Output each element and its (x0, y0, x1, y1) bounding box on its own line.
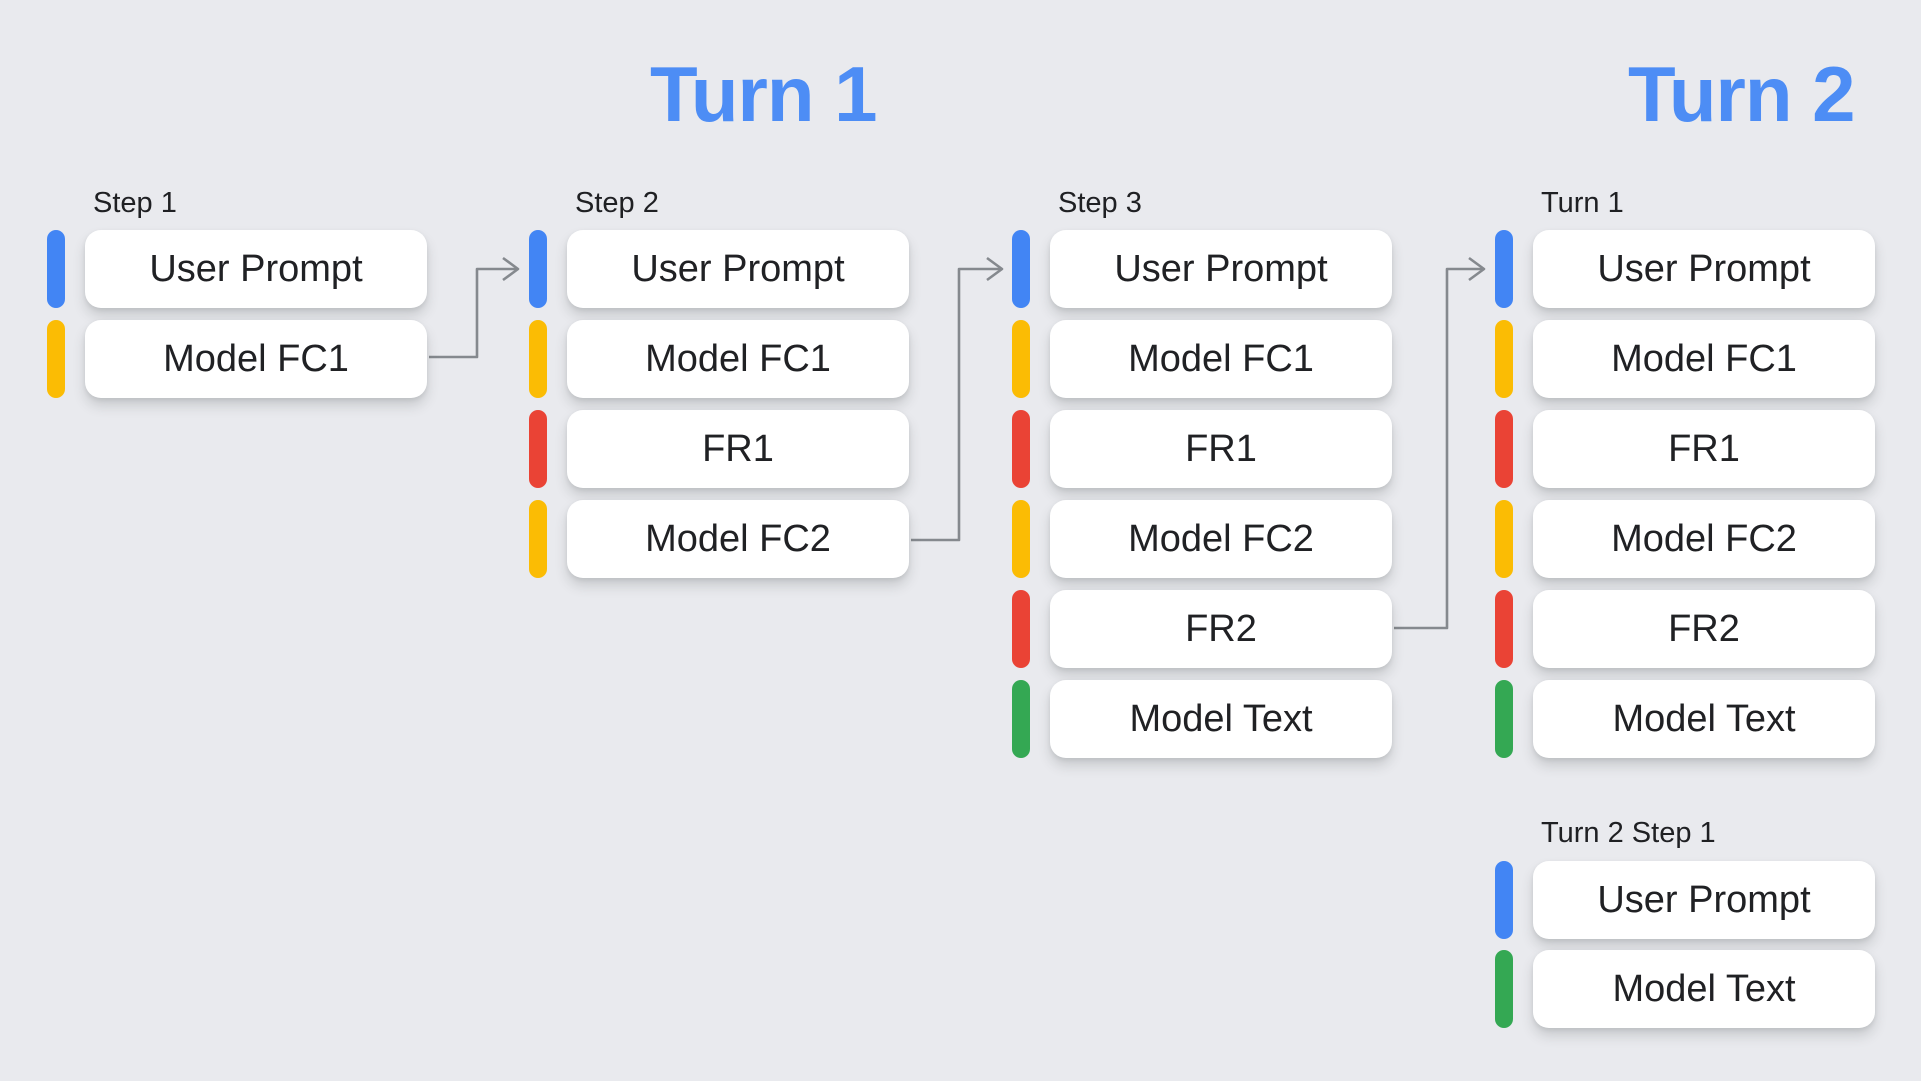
card-model-fc1: Model FC1 (85, 320, 427, 398)
card-model-fc1: Model FC1 (1050, 320, 1392, 398)
card-fr1: FR1 (567, 410, 909, 488)
card-label: User Prompt (149, 248, 363, 290)
card-label: FR2 (1668, 608, 1740, 650)
column-label: Step 2 (575, 187, 659, 219)
function-response-color-bar (1495, 590, 1513, 668)
card-user-prompt: User Prompt (567, 230, 909, 308)
card-user-prompt: User Prompt (1050, 230, 1392, 308)
column-label: Step 1 (93, 187, 177, 219)
user-prompt-color-bar (47, 230, 65, 308)
arrow-step2-to-step3 (911, 256, 1004, 542)
card-label: Model Text (1129, 698, 1313, 740)
turn-1-title: Turn 1 (650, 50, 878, 138)
function-response-color-bar (1012, 590, 1030, 668)
model-fc-color-bar (1012, 320, 1030, 398)
card-fr1: FR1 (1533, 410, 1875, 488)
function-response-color-bar (529, 410, 547, 488)
user-prompt-color-bar (1495, 861, 1513, 939)
model-fc-color-bar (1012, 500, 1030, 578)
turn-2-title: Turn 2 (1628, 50, 1856, 138)
arrow-step1-to-step2 (429, 256, 520, 359)
card-model-fc1: Model FC1 (567, 320, 909, 398)
card-label: User Prompt (631, 248, 845, 290)
model-fc-color-bar (529, 500, 547, 578)
card-model-fc1: Model FC1 (1533, 320, 1875, 398)
card-label: Model FC1 (645, 338, 831, 380)
card-label: Model FC2 (645, 518, 831, 560)
arrow-line (911, 267, 1000, 542)
card-model-fc2: Model FC2 (567, 500, 909, 578)
card-label: Model Text (1612, 698, 1796, 740)
arrow-line (1394, 267, 1482, 630)
card-model-fc2: Model FC2 (1050, 500, 1392, 578)
model-fc-color-bar (1495, 320, 1513, 398)
function-response-color-bar (1495, 410, 1513, 488)
user-prompt-color-bar (1495, 230, 1513, 308)
card-label: Model Text (1612, 968, 1796, 1010)
card-user-prompt: User Prompt (1533, 861, 1875, 939)
card-label: FR2 (1185, 608, 1257, 650)
card-model-text: Model Text (1533, 680, 1875, 758)
model-fc-color-bar (529, 320, 547, 398)
card-model-text: Model Text (1533, 950, 1875, 1028)
card-label: Model FC2 (1611, 518, 1797, 560)
model-text-color-bar (1495, 950, 1513, 1028)
model-text-color-bar (1495, 680, 1513, 758)
arrow-head-icon (986, 256, 1004, 282)
card-label: User Prompt (1597, 248, 1811, 290)
model-text-color-bar (1012, 680, 1030, 758)
card-label: FR1 (1185, 428, 1257, 470)
card-model-text: Model Text (1050, 680, 1392, 758)
arrow-step3-to-turn1 (1394, 256, 1486, 630)
card-label: User Prompt (1114, 248, 1328, 290)
column-label: Turn 1 (1541, 187, 1624, 219)
arrow-head-icon (1468, 256, 1486, 282)
column-label: Step 3 (1058, 187, 1142, 219)
card-label: FR1 (1668, 428, 1740, 470)
card-label: FR1 (702, 428, 774, 470)
user-prompt-color-bar (1012, 230, 1030, 308)
card-label: Model FC1 (1128, 338, 1314, 380)
card-label: Model FC2 (1128, 518, 1314, 560)
card-label: User Prompt (1597, 879, 1811, 921)
user-prompt-color-bar (529, 230, 547, 308)
arrow-line (429, 267, 516, 359)
card-fr2: FR2 (1533, 590, 1875, 668)
card-fr2: FR2 (1050, 590, 1392, 668)
card-model-fc2: Model FC2 (1533, 500, 1875, 578)
arrow-head-icon (502, 256, 520, 282)
card-label: Model FC1 (1611, 338, 1797, 380)
model-fc-color-bar (47, 320, 65, 398)
model-fc-color-bar (1495, 500, 1513, 578)
function-response-color-bar (1012, 410, 1030, 488)
card-fr1: FR1 (1050, 410, 1392, 488)
card-user-prompt: User Prompt (1533, 230, 1875, 308)
card-user-prompt: User Prompt (85, 230, 427, 308)
card-label: Model FC1 (163, 338, 349, 380)
column-label: Turn 2 Step 1 (1541, 817, 1716, 849)
